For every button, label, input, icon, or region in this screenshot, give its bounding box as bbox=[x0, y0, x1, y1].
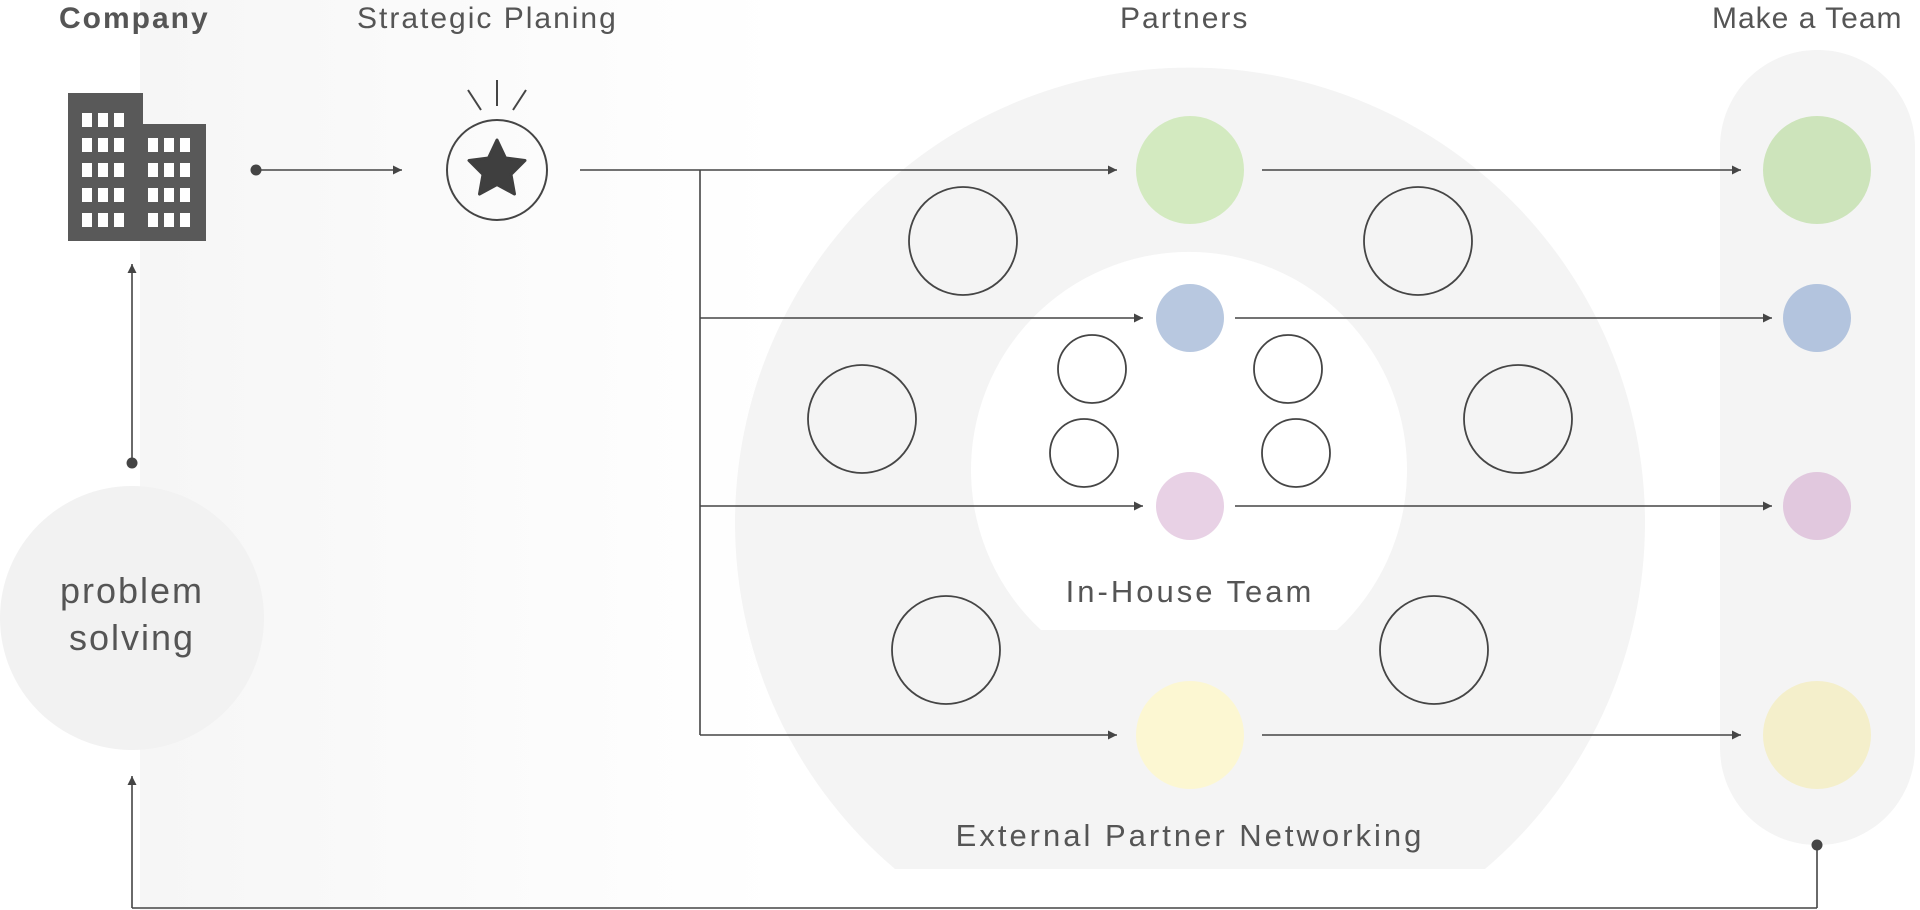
heading-company: Company bbox=[59, 2, 210, 35]
heading-partners: Partners bbox=[1120, 2, 1249, 35]
building-icon bbox=[68, 93, 206, 241]
partner-node-blue bbox=[1156, 284, 1224, 352]
problem-solving-label-line1: problem bbox=[60, 570, 204, 611]
team-node-yellow bbox=[1763, 681, 1871, 789]
partner-node-pink bbox=[1156, 472, 1224, 540]
external-partner-nodes bbox=[807, 186, 1573, 705]
inhouse-team-area bbox=[971, 251, 1407, 630]
partner-node-green bbox=[1136, 116, 1244, 224]
background-shade bbox=[140, 0, 780, 910]
problem-solving-label-line2: solving bbox=[69, 617, 195, 658]
partner-to-team-arrows bbox=[1235, 165, 1772, 740]
team-to-problem-arrow bbox=[127, 776, 1823, 909]
strategy-branch-arrows bbox=[580, 165, 1143, 740]
team-node-blue bbox=[1783, 284, 1851, 352]
team-node-green bbox=[1763, 116, 1871, 224]
problem-to-company-arrow bbox=[126, 264, 138, 469]
heading-make-a-team: Make a Team bbox=[1712, 2, 1903, 35]
star-badge-icon bbox=[446, 80, 548, 221]
heading-strategic-planning: Strategic Planing bbox=[357, 2, 618, 35]
inhouse-team-label: In-House Team bbox=[1066, 574, 1315, 609]
company-to-strategy-arrow bbox=[250, 164, 402, 176]
problem-solving-circle bbox=[0, 486, 264, 750]
external-network-label: External Partner Networking bbox=[956, 818, 1425, 853]
team-column bbox=[1720, 50, 1915, 845]
partner-node-yellow bbox=[1136, 681, 1244, 789]
team-node-pink bbox=[1783, 472, 1851, 540]
inhouse-team-nodes bbox=[1049, 334, 1331, 488]
